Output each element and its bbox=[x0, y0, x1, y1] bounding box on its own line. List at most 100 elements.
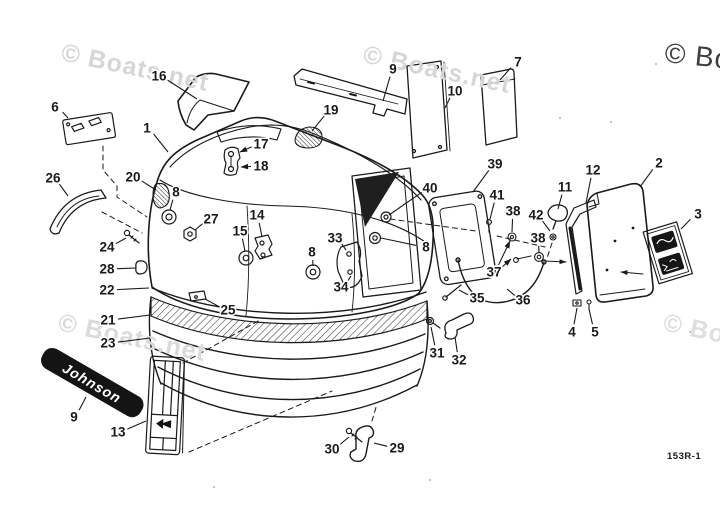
part-number-4: 4 bbox=[568, 325, 576, 340]
part-number-42: 42 bbox=[528, 208, 543, 223]
leader-line-7 bbox=[499, 67, 512, 81]
bracket-part6 bbox=[62, 112, 117, 146]
part-number-6: 6 bbox=[51, 100, 59, 115]
leader-line-1 bbox=[153, 133, 169, 153]
leader-line-41 bbox=[489, 202, 495, 220]
fitting-part31 bbox=[425, 316, 441, 329]
part-number-18: 18 bbox=[253, 159, 269, 174]
part-number-27: 27 bbox=[203, 212, 218, 227]
leader-line-31 bbox=[430, 326, 436, 346]
molding-part12 bbox=[565, 199, 597, 295]
screw-part24 bbox=[123, 229, 140, 244]
top-cover-part1 bbox=[123, 116, 435, 320]
strip-part9 bbox=[293, 68, 408, 117]
part-number-8: 8 bbox=[172, 185, 180, 200]
part-number-31: 31 bbox=[429, 346, 445, 361]
screw-part30 bbox=[345, 427, 363, 443]
leader-line-29 bbox=[373, 442, 388, 447]
leader-line-18 bbox=[240, 163, 252, 170]
artwork: Johnson bbox=[40, 60, 693, 488]
clamp-part11 bbox=[547, 204, 568, 230]
leader-line-layer bbox=[58, 67, 691, 447]
grommet-part8-left bbox=[161, 209, 177, 225]
leader-line-24 bbox=[115, 237, 127, 245]
fasteners-4-5 bbox=[572, 299, 592, 311]
part-number-8: 8 bbox=[308, 245, 316, 260]
leader-line-2 bbox=[639, 168, 654, 188]
part-number-33: 33 bbox=[327, 231, 343, 246]
decal-plate-part3 bbox=[642, 221, 693, 285]
part-number-19: 19 bbox=[323, 103, 338, 118]
part-number-9: 9 bbox=[70, 410, 78, 425]
part-number-13: 13 bbox=[110, 425, 126, 440]
leader-line-23 bbox=[117, 337, 151, 343]
bracket-part33-34 bbox=[336, 241, 363, 289]
part-number-3: 3 bbox=[694, 207, 702, 222]
latch-part17-18 bbox=[223, 146, 241, 176]
leader-line-9 bbox=[382, 76, 391, 102]
part-number-21: 21 bbox=[100, 313, 116, 328]
leader-line-27 bbox=[194, 223, 204, 231]
plate-part7 bbox=[480, 68, 518, 146]
part-number-9: 9 bbox=[389, 62, 397, 77]
part-number-16: 16 bbox=[151, 69, 167, 84]
part-number-26: 26 bbox=[45, 171, 61, 186]
part-number-34: 34 bbox=[333, 280, 349, 295]
leader-line-38 bbox=[511, 218, 514, 233]
leader-line-19 bbox=[311, 115, 325, 132]
leader-line-15 bbox=[241, 238, 246, 252]
handle-part26 bbox=[49, 189, 107, 235]
drawing-number: 153R-1 bbox=[667, 451, 701, 462]
grommet-part8-face bbox=[305, 264, 321, 280]
leader-line-25 bbox=[204, 298, 220, 308]
part-number-8: 8 bbox=[422, 240, 430, 255]
door-panel-part2 bbox=[586, 182, 654, 303]
cover-part16 bbox=[177, 72, 250, 131]
leader-line-35 bbox=[458, 289, 469, 296]
part-number-15: 15 bbox=[232, 224, 248, 239]
clip-part25 bbox=[188, 290, 207, 302]
part-number-30: 30 bbox=[324, 442, 339, 457]
part-number-23: 23 bbox=[100, 336, 116, 351]
part-number-1: 1 bbox=[143, 121, 151, 136]
scan-specks bbox=[213, 63, 691, 488]
elbow-part32 bbox=[444, 312, 475, 340]
leader-line-14 bbox=[258, 222, 263, 238]
part-number-14: 14 bbox=[249, 208, 265, 223]
part-number-22: 22 bbox=[99, 283, 114, 298]
part-number-10: 10 bbox=[447, 84, 462, 99]
part-number-2: 2 bbox=[655, 156, 663, 171]
grommet-part8-recess bbox=[368, 231, 382, 245]
part-number-5: 5 bbox=[591, 325, 599, 340]
leader-line-4 bbox=[573, 307, 578, 325]
leader-line-40 bbox=[388, 191, 422, 216]
leader-line-32 bbox=[454, 336, 458, 353]
assembly-arrows bbox=[544, 259, 644, 276]
part-number-38: 38 bbox=[530, 231, 546, 246]
emblem-plate-part13 bbox=[145, 355, 185, 456]
keeper-part14 bbox=[254, 234, 273, 260]
pin-part35 bbox=[442, 284, 462, 301]
fasteners-37-38-42 bbox=[507, 232, 557, 263]
leader-line-17 bbox=[239, 146, 252, 153]
part-number-29: 29 bbox=[389, 441, 404, 456]
leader-line-5 bbox=[588, 308, 594, 325]
plate-part10 bbox=[406, 60, 451, 159]
part-number-41: 41 bbox=[489, 188, 505, 203]
watermark-text: © Boats.net bbox=[361, 40, 514, 99]
pad-part20 bbox=[152, 182, 170, 209]
part-number-12: 12 bbox=[585, 163, 600, 178]
part-number-38: 38 bbox=[505, 204, 521, 219]
leader-line-42 bbox=[542, 220, 551, 232]
clip-part28 bbox=[135, 260, 148, 275]
leader-line-6 bbox=[62, 111, 69, 119]
part-number-39: 39 bbox=[487, 157, 502, 172]
leader-line-9 bbox=[78, 396, 87, 411]
watermark-text: © Bo bbox=[661, 308, 720, 348]
part-number-28: 28 bbox=[99, 262, 115, 277]
grommet-part40 bbox=[380, 211, 392, 223]
leader-line-28 bbox=[116, 267, 137, 270]
part-number-37: 37 bbox=[486, 265, 501, 280]
